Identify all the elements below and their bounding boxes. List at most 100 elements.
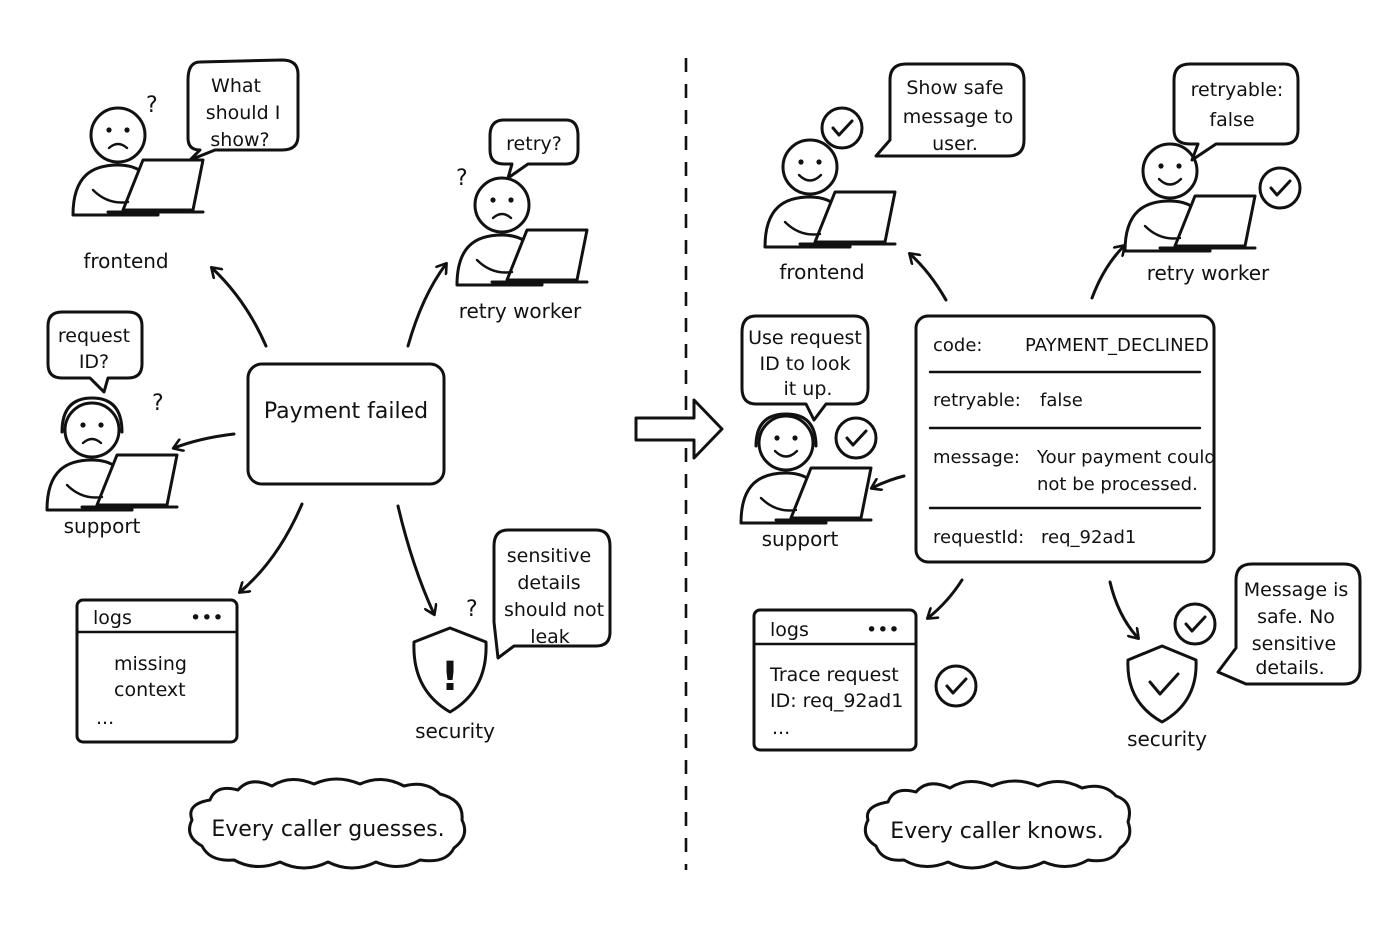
- left-logs-title: logs: [93, 607, 132, 629]
- left-caption-text: Every caller guesses.: [211, 817, 444, 842]
- left-security-bubble-line-2: details: [517, 572, 580, 594]
- arrow-to-support: [174, 432, 236, 448]
- right-security-bubble-line-1: Message is: [1244, 579, 1349, 601]
- left-retry-worker-label: retry worker: [459, 299, 582, 323]
- card-code-key: code:: [933, 335, 982, 356]
- left-frontend-speech-bubble: What should I show?: [186, 58, 300, 162]
- right-caption-text: Every caller knows.: [890, 819, 1103, 844]
- right-retry-worker-label: retry worker: [1147, 261, 1270, 285]
- right-support-actor: support Use request ID to look it up.: [739, 314, 878, 551]
- right-logs-window: logs ••• Trace request ID: req_92ad1 ...: [752, 608, 978, 752]
- left-security-bubble-line-4: leak: [530, 626, 570, 648]
- right-support-label: support: [762, 527, 839, 551]
- left-retry-worker-speech-bubble: retry?: [488, 118, 580, 180]
- transition-arrow-icon: [634, 398, 724, 460]
- window-dots-icon: •••: [866, 619, 900, 641]
- card-code-value: PAYMENT_DECLINED: [1025, 335, 1209, 356]
- right-retry-worker-bubble-line-1: retryable:: [1191, 79, 1284, 101]
- payment-failed-text: Payment failed: [264, 399, 428, 424]
- left-panel: ? frontend What should I show? ? retry w…: [45, 58, 612, 870]
- checkmark-icon: [934, 664, 978, 708]
- headset-icon: [754, 412, 818, 448]
- right-caption-cloud: Every caller knows.: [863, 779, 1132, 870]
- left-logs-line-1: missing: [114, 653, 187, 675]
- left-security-actor: ! ? security sensitive details should no…: [412, 528, 612, 743]
- arrow-to-right-frontend: [910, 254, 948, 302]
- checkmark-icon: [1173, 602, 1217, 646]
- right-security-actor: security Message is safe. No sensitive d…: [1126, 562, 1362, 751]
- right-frontend-bubble-line-2: message to: [903, 106, 1014, 128]
- left-caption-cloud: Every caller guesses.: [188, 777, 467, 870]
- arrow-to-frontend: [212, 268, 268, 348]
- right-logs-line-3: ...: [772, 717, 790, 739]
- right-security-label: security: [1127, 727, 1207, 751]
- happy-support-person-icon: [739, 414, 873, 525]
- left-frontend-actor: ? frontend What should I show?: [71, 58, 300, 273]
- right-retry-worker-actor: retry worker retryable: false: [1123, 62, 1302, 285]
- left-support-bubble-line-2: ID?: [79, 351, 109, 373]
- arrow-to-security: [396, 504, 434, 614]
- confused-retry-worker-person-icon: [455, 176, 589, 287]
- question-mark-icon: ?: [456, 166, 468, 191]
- right-frontend-bubble-line-1: Show safe: [906, 77, 1003, 99]
- card-message-key: message:: [933, 447, 1020, 468]
- arrow-to-retry-worker: [406, 264, 446, 348]
- left-retry-worker-bubble-text: retry?: [506, 133, 562, 155]
- right-frontend-actor: frontend Show safe message to user.: [763, 62, 1026, 284]
- card-requestid-key: requestId:: [933, 527, 1024, 548]
- left-support-bubble-line-1: request: [58, 325, 130, 347]
- happy-retry-worker-person-icon: [1123, 142, 1257, 253]
- checkmark-icon: [1258, 166, 1302, 210]
- arrow-to-right-security: [1108, 580, 1138, 638]
- right-logs-line-1: Trace request: [769, 664, 899, 686]
- right-panel: frontend Show safe message to user. retr…: [739, 62, 1362, 870]
- right-support-speech-bubble: Use request ID to look it up.: [740, 314, 870, 422]
- left-logs-line-3: ...: [96, 707, 114, 729]
- question-mark-icon: ?: [466, 597, 478, 622]
- card-retryable-value: false: [1040, 390, 1083, 411]
- question-mark-icon: ?: [146, 93, 158, 118]
- checkmark-icon: [834, 416, 878, 460]
- right-logs-title: logs: [770, 619, 809, 641]
- structured-error-card: code: PAYMENT_DECLINED retryable: false …: [914, 314, 1216, 564]
- right-retry-worker-bubble-line-2: false: [1209, 109, 1254, 131]
- window-dots-icon: •••: [190, 607, 224, 629]
- right-support-bubble-line-1: Use request: [748, 327, 862, 349]
- left-frontend-label: frontend: [83, 249, 168, 273]
- card-retryable-key: retryable:: [933, 390, 1021, 411]
- sad-support-person-icon: [45, 401, 179, 512]
- sad-frontend-person-icon: [71, 106, 205, 217]
- card-requestid-value: req_92ad1: [1041, 527, 1136, 548]
- check-shield-icon: [1126, 644, 1198, 724]
- right-security-speech-bubble: Message is safe. No sensitive details.: [1216, 562, 1362, 686]
- arrow-to-right-support: [872, 474, 906, 488]
- question-mark-icon: ?: [152, 391, 164, 416]
- warning-shield-icon: !: [412, 626, 488, 714]
- left-security-label: security: [415, 719, 495, 743]
- left-security-speech-bubble: sensitive details should not leak: [492, 528, 612, 660]
- left-frontend-bubble-line-3: show?: [210, 129, 269, 151]
- left-logs-window: logs ••• missing context ...: [75, 598, 239, 744]
- right-frontend-bubble-line-3: user.: [932, 133, 978, 155]
- right-security-bubble-line-4: details.: [1255, 657, 1324, 679]
- right-support-bubble-line-2: ID to look: [760, 353, 851, 375]
- left-support-actor: ? support request ID?: [45, 310, 179, 538]
- payment-failed-box: Payment failed: [246, 362, 446, 486]
- right-logs-line-2: ID: req_92ad1: [770, 690, 903, 712]
- right-frontend-speech-bubble: Show safe message to user.: [874, 62, 1026, 158]
- card-message-value-line-1: Your payment could: [1036, 447, 1216, 468]
- left-security-bubble-line-3: should not: [504, 599, 604, 621]
- left-security-bubble-line-1: sensitive: [507, 545, 591, 567]
- right-frontend-label: frontend: [779, 260, 864, 284]
- left-logs-line-2: context: [114, 679, 186, 701]
- right-security-bubble-line-3: sensitive: [1252, 633, 1336, 655]
- left-support-label: support: [64, 514, 141, 538]
- right-retry-worker-speech-bubble: retryable: false: [1172, 62, 1300, 162]
- svg-text:!: !: [441, 654, 459, 700]
- checkmark-icon: [820, 106, 864, 150]
- left-frontend-bubble-line-2: should I: [206, 102, 281, 124]
- headset-icon: [60, 396, 124, 434]
- card-message-value-line-2: not be processed.: [1037, 474, 1198, 495]
- arrow-to-right-retry-worker: [1090, 246, 1124, 300]
